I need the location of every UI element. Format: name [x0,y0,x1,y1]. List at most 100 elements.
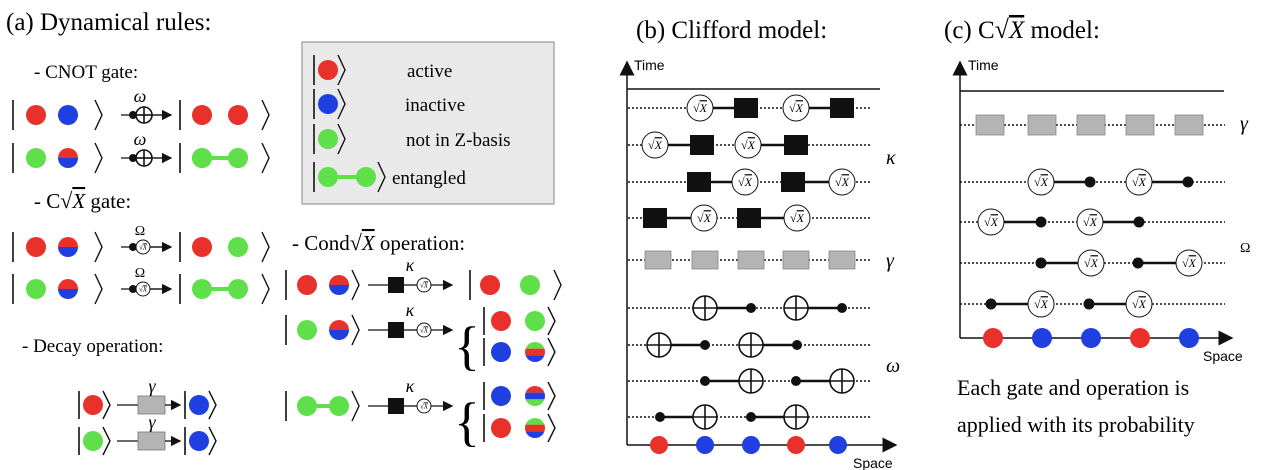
qubit-half-top [58,279,78,289]
qubit-dot [297,396,317,416]
ket-angle [261,99,270,131]
ket-angle [208,390,217,420]
control-dot [129,111,137,119]
brace: { [454,392,480,452]
sqrt-sign: √ [789,101,796,115]
sqrt-sign: √ [1034,297,1041,311]
sqrt-sign: √ [984,215,991,229]
sqrtx-label: √X [741,138,756,152]
brace: { [454,316,480,376]
qubit-dot [192,148,212,168]
panel-c: (c) C√X model: Time Space γ Ω Each gate … [944,15,1250,437]
qubit-dot [83,431,103,451]
decay-box [1174,114,1204,136]
x-sym: X [703,211,712,225]
qubit-half-top [58,237,78,247]
qubit-tricolor [525,418,545,438]
qubit-dot [787,436,805,454]
space-label: Space [1203,348,1243,364]
x-sym: X [841,175,850,189]
x-sym: X [796,211,805,225]
sqrtx-label: √X [1034,175,1049,189]
qubit-dot [1179,328,1199,348]
qubit-half-bottom [58,158,78,168]
qubit-dot [650,436,668,454]
stripe [525,418,545,425]
sqrtx-gate [690,204,718,232]
cond-box [690,135,714,155]
qubit-dot [26,148,46,168]
rate-Omega: Ω [135,266,145,281]
sqrtx-gate [828,168,856,196]
qubit-dot [1081,328,1101,348]
x-sym: X [1188,256,1197,270]
qubit-dot [318,94,338,114]
control-dot [700,340,710,350]
control-dot [792,340,802,350]
ket-angle [102,390,111,420]
x-sym: X [795,101,804,115]
sqrtx-label: √X [420,281,429,289]
qubit-dot [1130,328,1150,348]
sqrtx-gate [1027,290,1055,318]
ket-angle [261,273,270,305]
stripe [525,431,545,438]
decay-box [137,431,166,451]
qubit-dot [318,129,338,149]
control-dot [837,303,847,313]
sqrtx-label: √X [738,175,753,189]
ket-angle [351,390,360,422]
rate-kappa: κ [406,376,415,396]
ket-angle [208,426,217,456]
cond-box [643,208,667,228]
space-label: Space [853,455,893,470]
qubit-dot [228,237,248,257]
control-dot [129,243,137,251]
control-dot [1133,216,1145,228]
qubit-dot [228,148,248,168]
control-dot [1083,298,1095,310]
ket-angle [94,99,103,131]
control-dot [985,298,997,310]
legend-label-0: active [407,61,452,82]
cond-heading: - Cond√X operation: [292,230,465,255]
qubit-dot [228,105,248,125]
rate-gamma: γ [148,412,156,432]
sqrt-sign: √ [139,285,143,293]
qubit-dot [192,279,212,299]
sqrtx-gate [782,94,810,122]
qubit-dot [983,328,1003,348]
x-sym: X [747,138,756,152]
qubit-half-bottom [58,289,78,299]
time-label: Time [634,57,665,73]
stripe [525,386,545,393]
rate-Omega: Ω [135,224,145,239]
sqrt-sign: √ [420,326,424,334]
sqrtx-gate [641,131,669,159]
qubit-dot [742,436,760,454]
sqrtx-label: √X [789,101,804,115]
panel-b-title: (b) Clifford model: [636,17,827,44]
x-sym: X [142,285,148,293]
ket-angle [94,142,103,174]
control-dot [1035,216,1047,228]
sqrtx-label: √X [835,175,850,189]
decay-box [975,114,1005,136]
sqrt-sign: √ [835,175,842,189]
panel-a: (a) Dynamical rules: - CNOT gate: - C√X … [6,9,270,456]
cond-box [784,135,808,155]
ket-angle [547,337,556,367]
qubit-dot [696,436,714,454]
control-dot [746,412,756,422]
stripe [525,424,545,432]
sqrtx-gate [686,94,714,122]
x-sym: X [1040,297,1049,311]
cond-box [737,208,761,228]
cond-box [781,172,805,192]
sqrtx-gate [1125,290,1153,318]
sqrt-sign: √ [1084,256,1091,270]
decay-box [782,250,810,270]
sqrtx-label: √X [984,215,999,229]
ket-angle [337,123,346,155]
